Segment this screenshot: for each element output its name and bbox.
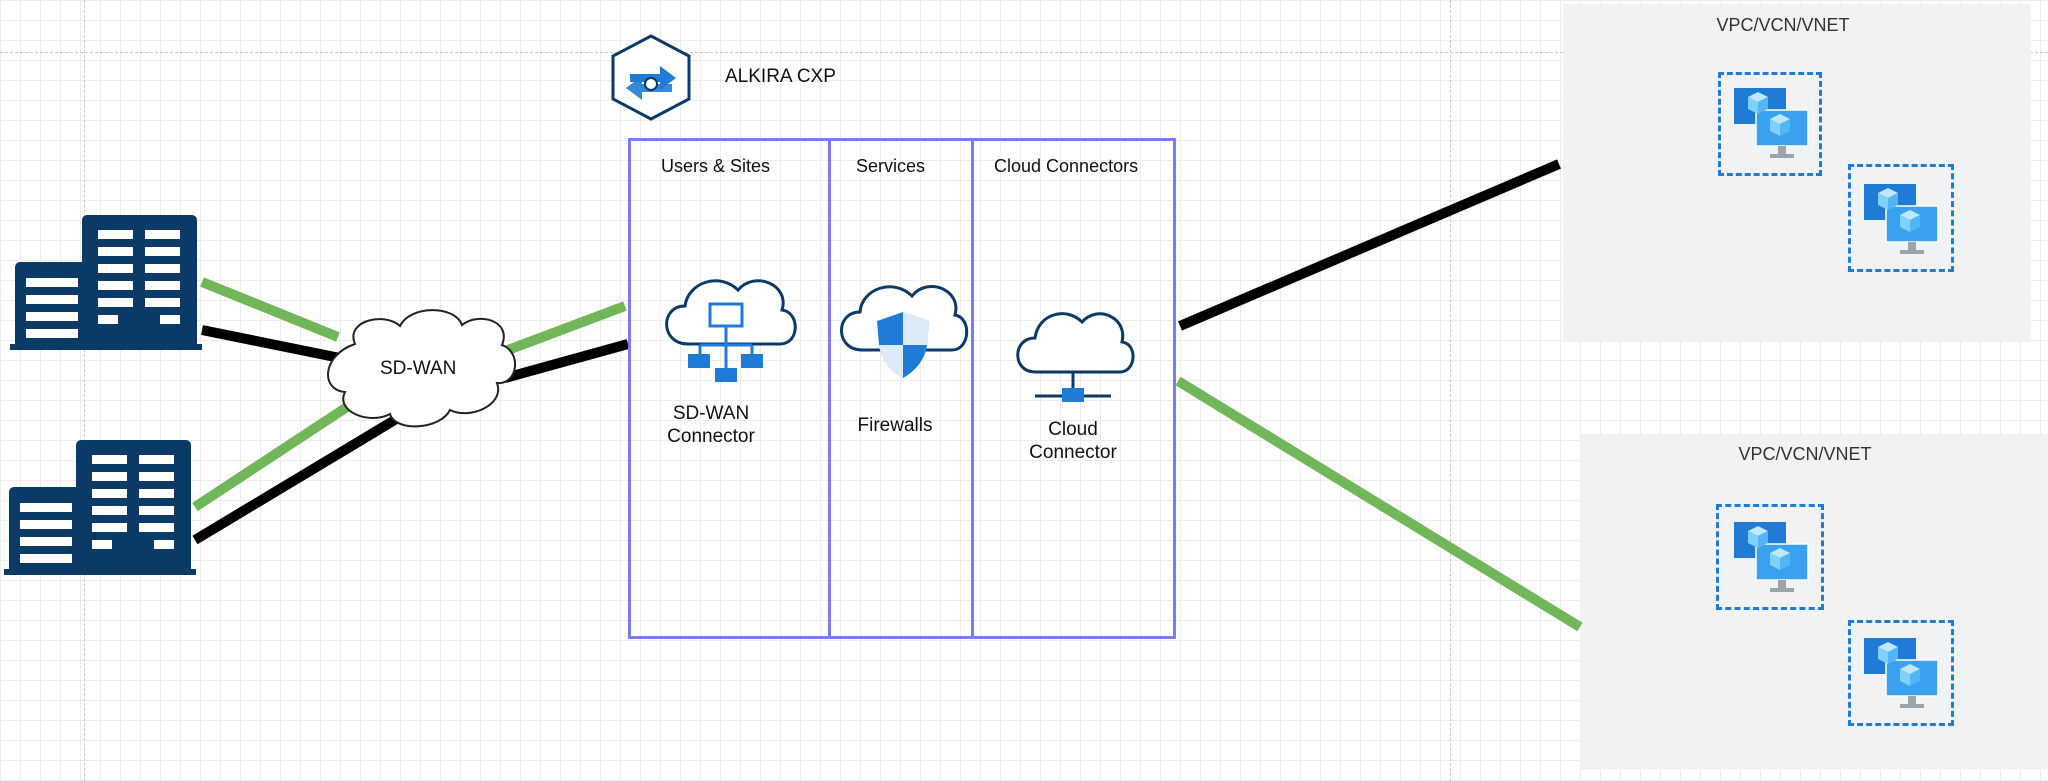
guide-line-top	[0, 52, 2048, 53]
vm-group-bottom-2	[1848, 620, 1954, 726]
link-black-building2-sdwan	[192, 413, 401, 545]
vm-icon-bottom-2	[1863, 637, 1939, 709]
cloud-connector-label-line2: Connector	[1029, 442, 1117, 463]
cxp-box	[628, 138, 1176, 639]
cxp-column-divider-2	[971, 138, 974, 639]
sdwan-cloud-label: SD-WAN	[380, 358, 457, 379]
vpc-title-bottom: VPC/VCN/VNET	[1738, 444, 1872, 464]
cloud-connector-label: Cloud Connector	[1018, 418, 1128, 464]
column-title-services: Services	[856, 156, 926, 176]
link-green-sdwan-cxp	[498, 301, 627, 358]
vm-icon-bottom-1	[1733, 521, 1809, 593]
guide-line-left	[84, 0, 85, 781]
link-green-cxp-vpc-bottom	[1175, 376, 1583, 632]
sdwan-connector-label-line2: Connector	[667, 426, 755, 447]
vpc-title-top: VPC/VCN/VNET	[1716, 15, 1850, 35]
column-title-cloud-connectors: Cloud Connectors	[994, 156, 1139, 176]
link-green-building2-sdwan	[192, 400, 353, 512]
cxp-column-divider-1	[828, 138, 831, 639]
vm-icon-top-1	[1733, 87, 1809, 159]
link-green-building1-sdwan	[200, 277, 340, 342]
building-2-icon	[4, 440, 196, 575]
link-black-building1-sdwan	[201, 325, 341, 363]
vm-group-top-2	[1848, 164, 1954, 272]
firewall-shield-icon	[840, 285, 969, 378]
building-1-icon	[10, 215, 202, 350]
cloud-connector-icon	[1016, 312, 1135, 402]
link-black-sdwan-cxp	[503, 339, 630, 383]
link-black-cxp-vpc-top	[1178, 159, 1561, 331]
vm-group-top-1	[1718, 72, 1822, 176]
cloud-connector-label-line1: Cloud	[1048, 419, 1098, 440]
cxp-title: ALKIRA CXP	[725, 66, 836, 87]
guide-line-right	[1450, 0, 1451, 781]
column-title-users-sites: Users & Sites	[661, 156, 771, 176]
firewalls-label: Firewalls	[857, 415, 933, 436]
vpc-box-bottom	[1580, 434, 2048, 770]
sdwan-connector-label: SD-WAN Connector	[658, 402, 764, 448]
sdwan-connector-label-line1: SD-WAN	[672, 403, 750, 424]
vm-icon-top-2	[1863, 183, 1939, 255]
sdwan-connector-icon	[665, 279, 797, 382]
vm-group-bottom-1	[1716, 504, 1824, 610]
